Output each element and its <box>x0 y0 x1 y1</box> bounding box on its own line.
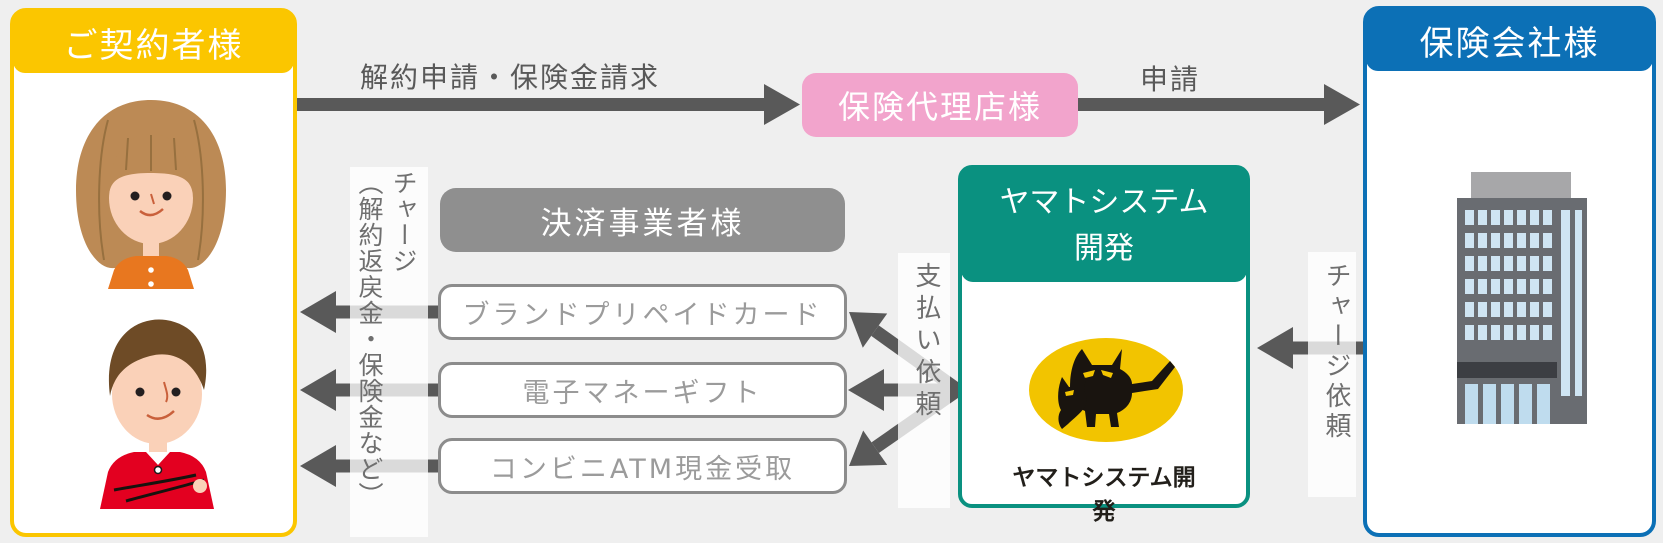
method-box-atm-cash: コンビニATM現金受取 <box>438 438 847 494</box>
method-label: コンビニATM現金受取 <box>489 453 796 485</box>
charge-label-note: （解約返戻金・保険金など） <box>355 170 384 508</box>
agency-label: 保険代理店様 <box>837 88 1042 126</box>
arrow-cancel-request <box>294 84 800 125</box>
insurer-label: 保険会社様 <box>1419 23 1600 64</box>
method-label: 電子マネーギフト <box>522 377 763 409</box>
cancel-request-label: 解約申請・保険金請求 <box>359 61 660 94</box>
charge-request-label: チャージ依頼 <box>1321 262 1351 442</box>
building-icon <box>1457 172 1587 424</box>
arrow-application <box>1078 84 1360 125</box>
payment-provider-label: 決済事業者様 <box>540 205 745 242</box>
contractor-header: ご契約者様 <box>13 11 294 73</box>
yamato-box: ヤマトシステム 開発 <box>958 165 1250 508</box>
charge-label-band <box>350 167 428 537</box>
charge-label-main: チャージ <box>389 170 418 274</box>
insurer-header: 保険会社様 <box>1366 9 1653 71</box>
woman-icon <box>76 100 226 289</box>
yamato-label-line2: 開発 <box>1074 231 1134 266</box>
contractor-label: ご契約者様 <box>63 25 244 66</box>
yamato-label-line1: ヤマトシステム <box>999 185 1209 220</box>
payment-request-label: 支払い依頼 <box>911 262 941 422</box>
method-label: ブランドプリペイドカード <box>462 299 823 331</box>
man-icon <box>100 319 214 509</box>
insurer-box: 保険会社様 <box>1363 6 1656 537</box>
payment-provider-box: 決済事業者様 <box>440 188 845 252</box>
contractor-box: ご契約者様 <box>10 8 297 537</box>
yamato-header: ヤマトシステム 開発 <box>961 168 1247 282</box>
yamato-logo-text: ヤマトシステム開発 <box>1012 465 1196 525</box>
charge-request-label-band <box>1308 252 1356 497</box>
agency-box: 保険代理店様 <box>802 73 1078 137</box>
method-box-emoney-gift: 電子マネーギフト <box>438 362 847 418</box>
payment-request-label-band <box>898 253 950 508</box>
yamato-cat-logo-icon <box>1029 338 1183 442</box>
method-box-prepaid-card: ブランドプリペイドカード <box>438 284 847 340</box>
application-label: 申請 <box>1139 63 1200 96</box>
charge-label: チャージ （解約返戻金・保険金など） <box>352 170 420 534</box>
